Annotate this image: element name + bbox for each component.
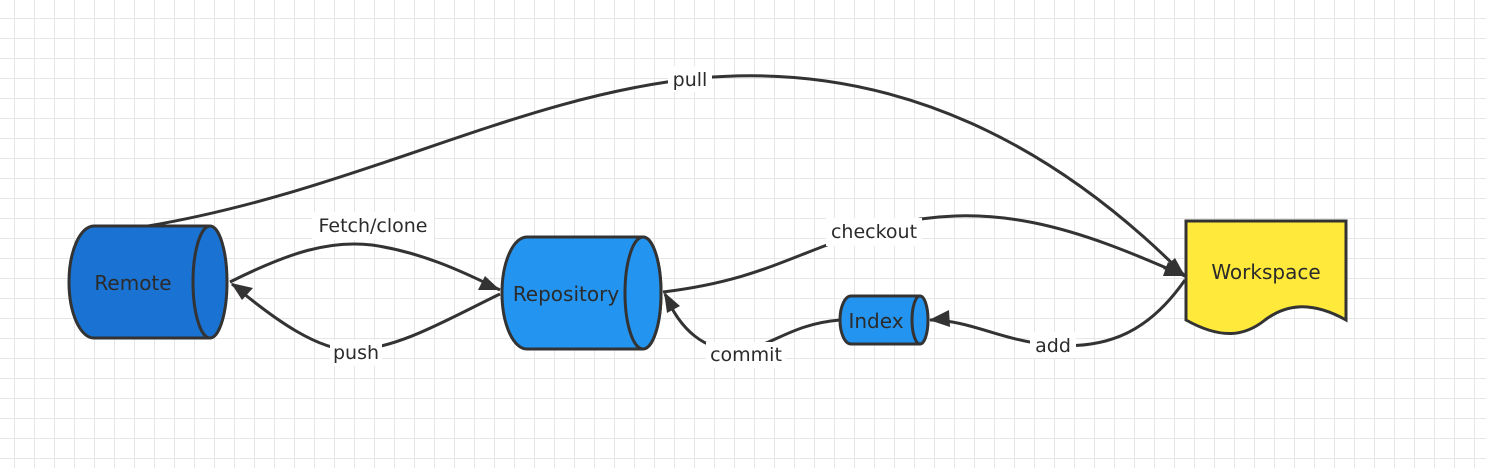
checkout-label: checkout <box>831 221 917 243</box>
add-arrowhead <box>929 310 950 327</box>
pull-edge <box>147 74 1187 278</box>
remote-cylinder-cap <box>191 224 229 340</box>
add-label: add <box>1035 335 1071 357</box>
workspace-document-shape <box>1184 219 1348 335</box>
checkout-arrowhead <box>1163 262 1185 276</box>
remote-label: Remote <box>94 271 171 295</box>
fetch-clone-edge <box>229 242 501 292</box>
index-cylinder-cap <box>910 294 930 346</box>
commit-arrowhead <box>664 292 680 313</box>
fetch-clone-label-bg <box>312 212 434 240</box>
push-label-bg <box>330 340 382 366</box>
add-label-bg <box>1030 332 1076 358</box>
remote-node: Remote <box>67 224 229 340</box>
index-label: Index <box>848 309 903 333</box>
push-label: push <box>333 342 379 364</box>
repository-label: Repository <box>513 282 620 306</box>
fetch-clone-arrowhead <box>478 276 500 290</box>
pull-label-bg <box>668 66 712 92</box>
checkout-label-bg <box>826 218 922 246</box>
commit-edge <box>663 293 841 352</box>
repository-node: Repository <box>500 235 663 351</box>
pull-label: pull <box>673 69 708 91</box>
index-node: Index <box>838 294 930 346</box>
fetch-clone-label: Fetch/clone <box>319 215 428 237</box>
commit-label: commit <box>710 344 782 366</box>
push-arrowhead <box>231 283 253 300</box>
workspace-label: Workspace <box>1211 260 1320 284</box>
checkout-edge <box>662 214 1186 294</box>
commit-label-bg <box>706 342 786 368</box>
workspace-node: Workspace <box>1184 219 1348 335</box>
repository-cylinder-cap <box>623 235 663 351</box>
